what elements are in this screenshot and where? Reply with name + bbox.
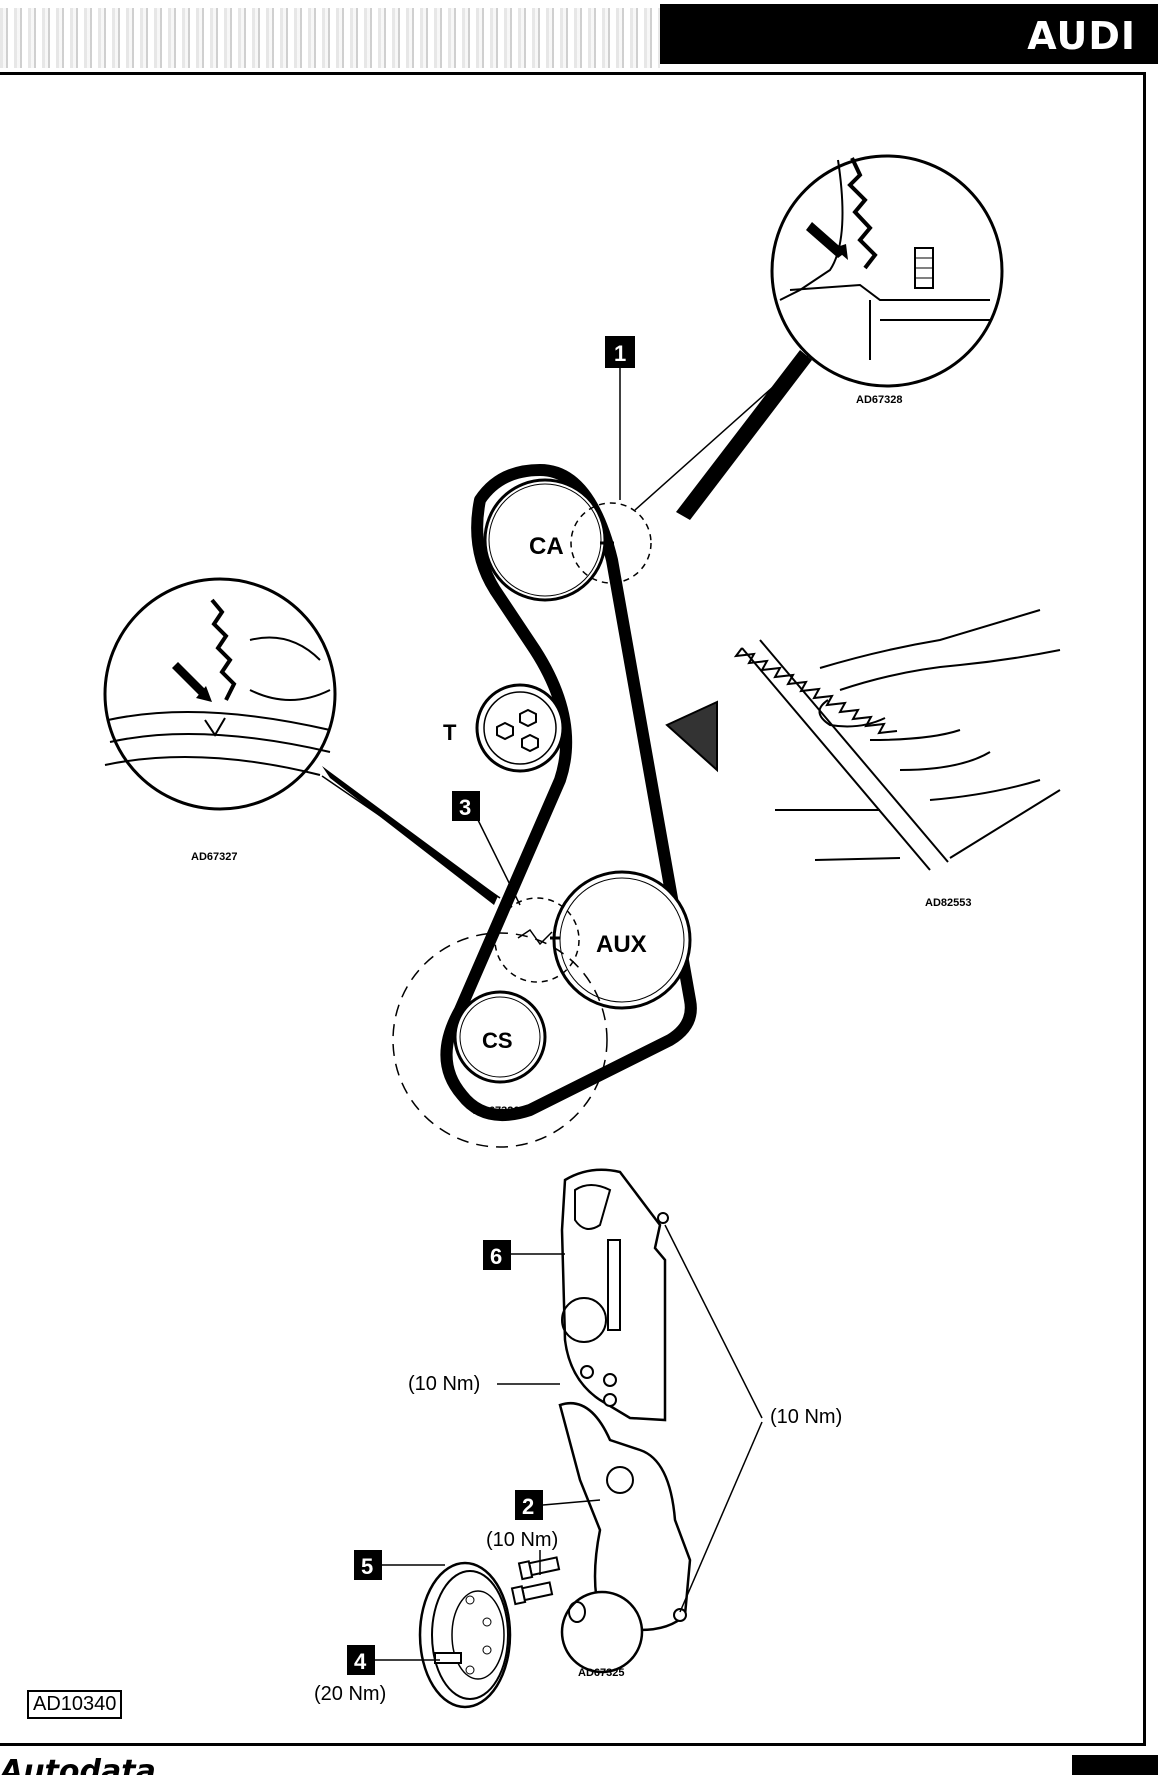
tensioner-pulley: T xyxy=(443,683,565,773)
footer-logo: Autodata xyxy=(0,1754,156,1775)
footer-bar xyxy=(1072,1755,1158,1775)
tensioner-label: T xyxy=(443,720,457,745)
torque-tensioner-bolt: (10 Nm) xyxy=(486,1529,558,1551)
callout-3: 3 xyxy=(452,791,521,906)
crank-pulley-side xyxy=(418,1561,512,1709)
tensioner-assembly: AD67325 xyxy=(418,1168,692,1709)
torque-cover-bolts-right: (10 Nm) xyxy=(770,1406,842,1428)
callout-5: 5 xyxy=(354,1550,445,1580)
svg-text:3: 3 xyxy=(459,795,471,820)
brand-title: AUDI xyxy=(1027,14,1136,58)
aux-detail-inset: AD67327 xyxy=(103,577,501,905)
figure-code: AD10340 xyxy=(27,1690,123,1719)
cam-detail-ref: AD67328 xyxy=(856,394,902,406)
crank-detail-circle xyxy=(392,932,608,1148)
camshaft-pulley: CA xyxy=(483,478,652,602)
belt-check-ref: AD82553 xyxy=(925,897,971,909)
diagram-frame xyxy=(0,72,1146,1746)
cam-detail-circle xyxy=(570,502,652,584)
callout-4: 4 xyxy=(347,1645,440,1675)
svg-text:2: 2 xyxy=(522,1494,534,1519)
cam-detail-inset: AD67328 xyxy=(634,154,1004,520)
tensioner-assembly-ref: AD67325 xyxy=(578,1667,624,1679)
torque-cover-bolt: (10 Nm) xyxy=(408,1373,480,1395)
svg-text:5: 5 xyxy=(361,1554,373,1579)
belt-drive-ref: AD67326 xyxy=(473,1105,519,1117)
header-pattern-strip xyxy=(0,8,660,68)
crankshaft-pulley: CS xyxy=(392,932,608,1148)
belt-check-illustration: AD82553 xyxy=(733,609,1061,909)
callout-1: 1 xyxy=(605,336,635,500)
timing-belt xyxy=(440,464,697,1121)
aux-mark-arrow xyxy=(172,662,206,696)
svg-text:1: 1 xyxy=(614,341,626,366)
callout-2: 2 xyxy=(515,1490,601,1520)
svg-text:6: 6 xyxy=(490,1244,502,1269)
crankshaft-label: CS xyxy=(482,1028,513,1053)
svg-text:4: 4 xyxy=(354,1649,367,1674)
rotation-direction-arrow xyxy=(665,700,718,773)
tensioner-bracket xyxy=(558,1402,692,1632)
auxiliary-label: AUX xyxy=(596,931,647,958)
brand-banner: AUDI xyxy=(660,4,1158,64)
auxiliary-pulley: AUX xyxy=(494,870,692,1010)
camshaft-label: CA xyxy=(529,533,564,560)
aux-detail-circle xyxy=(494,897,580,983)
aux-detail-ref: AD67327 xyxy=(191,851,237,863)
torque-pulley-bolt: (20 Nm) xyxy=(314,1683,386,1705)
callout-6: 6 xyxy=(483,1240,565,1270)
